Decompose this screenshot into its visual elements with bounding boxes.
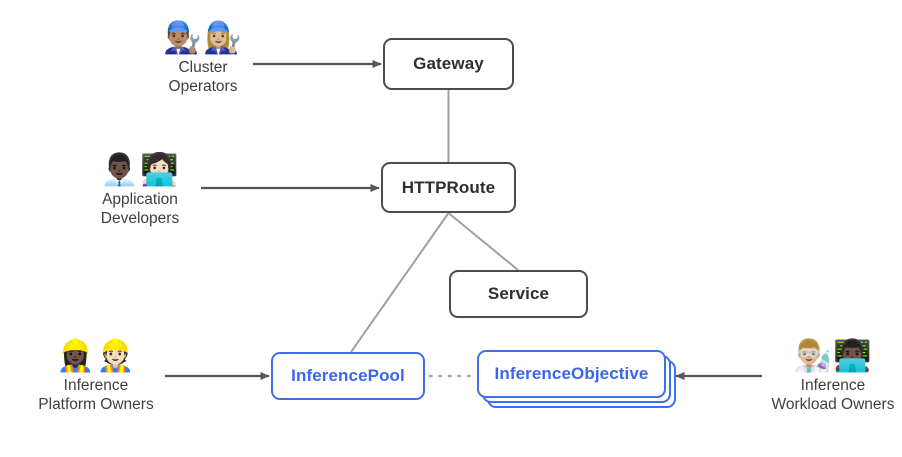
- node-inferenceobjective-label: InferenceObjective: [494, 364, 649, 383]
- edge-httproute-inferencepool: [350, 212, 450, 353]
- actor-application-developers-label: Application Developers: [100, 191, 180, 227]
- cluster-operators-icon: 👨🏽‍🔧👩🏼‍🔧: [163, 20, 243, 56]
- node-service-label: Service: [487, 284, 550, 303]
- node-inferencepool-label: InferencePool: [291, 366, 405, 385]
- node-httproute-label: HTTPRoute: [401, 177, 496, 197]
- actor-inference-workload-owners-label: Inference Workload Owners: [771, 377, 895, 413]
- inference-workload-owners-icon: 👨🏼‍🔬👨🏿‍💻: [793, 338, 873, 374]
- actor-cluster-operators-label: Cluster Operators: [168, 59, 238, 95]
- node-service[interactable]: Service: [449, 270, 588, 318]
- actor-inference-workload-owners[interactable]: 👨🏼‍🔬👨🏿‍💻 Inference Workload Owners: [763, 338, 902, 414]
- actor-application-developers[interactable]: 👨🏿‍💼👩🏻‍💻 Application Developers: [79, 152, 201, 228]
- actor-inference-platform-owners-label: Inference Platform Owners: [38, 377, 154, 413]
- node-inferencepool[interactable]: InferencePool: [271, 352, 425, 400]
- actor-inference-platform-owners[interactable]: 👷🏿‍♀️👷🏻 Inference Platform Owners: [26, 338, 166, 414]
- actor-cluster-operators[interactable]: 👨🏽‍🔧👩🏼‍🔧 Cluster Operators: [151, 20, 255, 96]
- inference-platform-owners-icon: 👷🏿‍♀️👷🏻: [56, 338, 136, 374]
- edge-httproute-service: [447, 212, 519, 271]
- node-gateway-label: Gateway: [413, 54, 484, 73]
- application-developers-icon: 👨🏿‍💼👩🏻‍💻: [100, 152, 180, 188]
- node-httproute[interactable]: HTTPRoute: [381, 162, 516, 213]
- node-gateway[interactable]: Gateway: [383, 38, 514, 90]
- node-inferenceobjective[interactable]: InferenceObjective: [477, 350, 666, 398]
